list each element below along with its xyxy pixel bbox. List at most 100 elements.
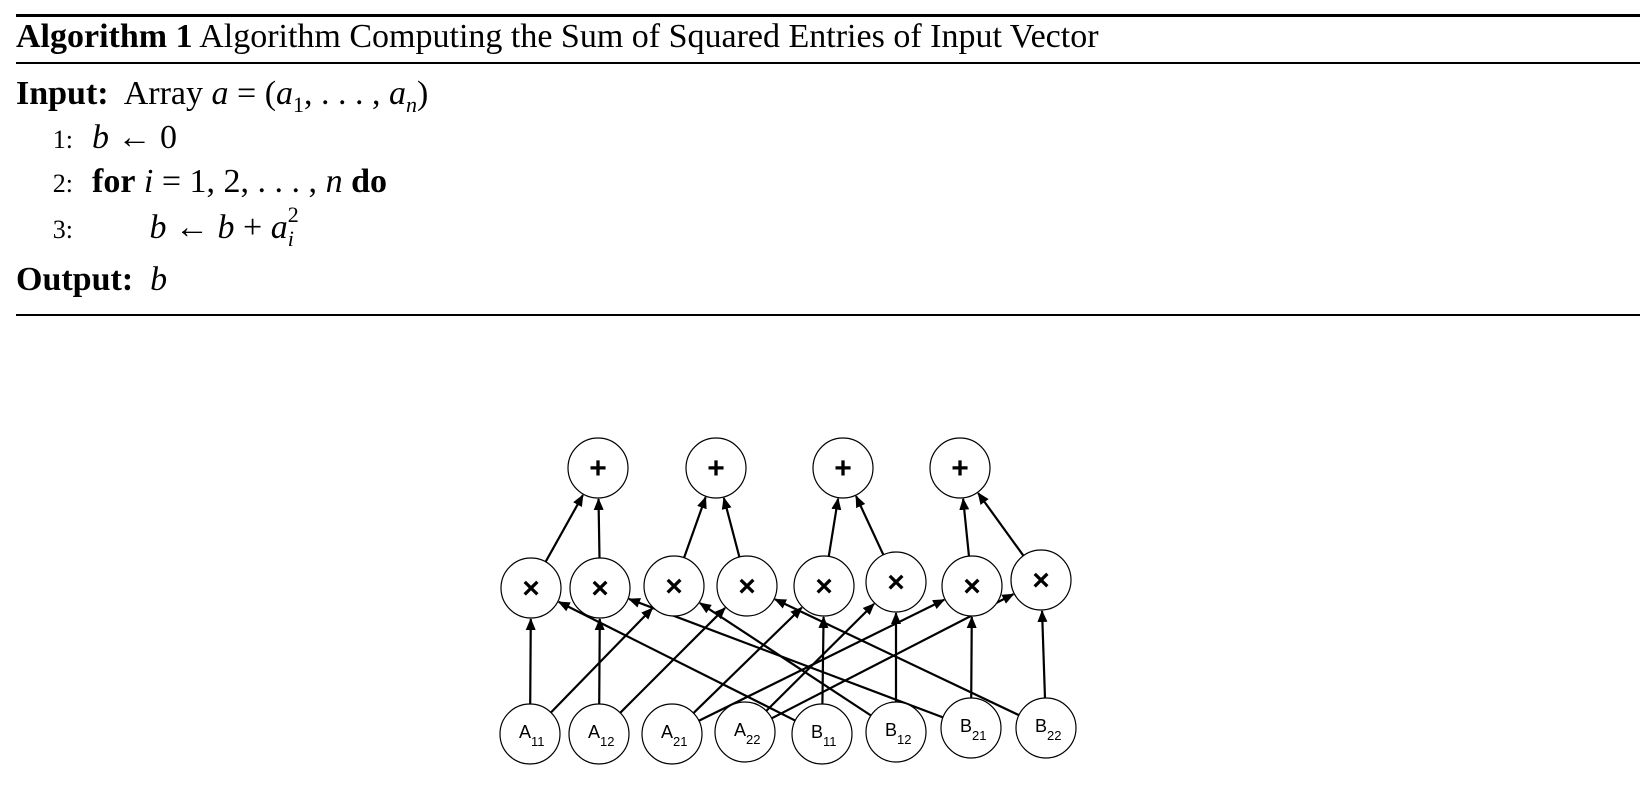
- input-node-subscript: 11: [531, 734, 545, 749]
- mul-node-label: ×: [1032, 564, 1050, 597]
- edge-A21-mul-5: [692, 606, 803, 714]
- input-node-A11-circle: [499, 703, 561, 765]
- algorithm-line-1: 1: b ← 0: [16, 118, 177, 160]
- input-node-A22-circle: [714, 701, 776, 763]
- for-keyword: for: [92, 163, 136, 200]
- sum-node-label: +: [834, 452, 852, 485]
- line-2-math: i = 1, 2, . . . , n: [143, 163, 343, 200]
- line-number-3: 3:: [52, 215, 73, 244]
- mul-node-6: ×: [865, 551, 927, 613]
- edge-mul-7-sum-4: [959, 497, 971, 557]
- edge-mul-6-sum-3: [855, 495, 885, 556]
- input-text: Array: [123, 75, 204, 112]
- output-value: b: [150, 261, 168, 298]
- input-node-subscript: 22: [746, 732, 760, 747]
- input-node-subscript: 12: [600, 734, 614, 749]
- edge-mul-5-sum-3: [827, 497, 842, 557]
- sum-node-2-circle: [685, 437, 747, 499]
- mul-node-label: ×: [963, 570, 981, 603]
- edge-B21-mul-7: [966, 615, 977, 699]
- input-node-B11-circle: [791, 703, 853, 765]
- input-node-subscript: 21: [673, 734, 687, 749]
- input-node-B21-circle: [940, 697, 1002, 759]
- edge-layer: [525, 492, 1048, 722]
- mul-node-7: ×: [941, 555, 1003, 617]
- sum-node-3-circle: [812, 437, 874, 499]
- sum-node-label: +: [589, 452, 607, 485]
- mul-node-label: ×: [887, 566, 905, 599]
- input-line: Input: Array a = (a1, . . . , an): [16, 74, 429, 117]
- edge-A21-mul-7: [698, 598, 946, 722]
- input-node-letter: A: [661, 722, 673, 742]
- mul-node-4-circle: [716, 555, 778, 617]
- input-node-B12-circle: [865, 701, 927, 763]
- mul-node-1-circle: [500, 557, 562, 619]
- sum-node-3: +: [812, 437, 874, 499]
- input-node-letter: A: [588, 722, 600, 742]
- edge-A12-mul-2: [594, 617, 605, 705]
- algorithm-line-2: 2: for i = 1, 2, . . . , n do: [16, 162, 387, 204]
- edge-mul-4-sum-2: [721, 497, 741, 558]
- edge-B11-mul-1: [557, 600, 796, 722]
- mul-node-1: ×: [500, 557, 562, 619]
- edge-A22-mul-6: [765, 603, 875, 712]
- input-node-letter: B: [1035, 716, 1047, 736]
- do-keyword: do: [351, 163, 387, 200]
- middle-rule: [16, 62, 1640, 64]
- mul-node-3: ×: [643, 555, 705, 617]
- input-label: Input:: [16, 75, 109, 112]
- algorithm-line-3: 3: b ← b + a2i: [16, 201, 299, 251]
- edge-B12-mul-3: [699, 602, 872, 717]
- sum-node-4-circle: [929, 437, 991, 499]
- mul-node-4: ×: [716, 555, 778, 617]
- sum-node-1-circle: [567, 437, 629, 499]
- line-3-math: b ← b + a2i: [149, 201, 299, 251]
- edge-B22-mul-8: [1037, 609, 1048, 699]
- sum-node-label: +: [707, 452, 725, 485]
- output-label: Output:: [16, 261, 134, 298]
- mul-node-label: ×: [665, 570, 683, 603]
- bottom-rule: [16, 314, 1640, 316]
- algorithm-label: Algorithm 1: [16, 18, 193, 55]
- sum-node-label: +: [951, 452, 969, 485]
- input-node-B22-circle: [1015, 697, 1077, 759]
- mul-node-5-circle: [793, 555, 855, 617]
- mul-node-2: ×: [569, 557, 631, 619]
- output-line: Output: b: [16, 260, 167, 300]
- mul-node-label: ×: [815, 570, 833, 603]
- mul-node-3-circle: [643, 555, 705, 617]
- algorithm-caption: Algorithm Computing the Sum of Squared E…: [199, 18, 1099, 55]
- mul-node-label: ×: [738, 570, 756, 603]
- line-number-2: 2:: [52, 169, 73, 198]
- input-math: a = (a1, . . . , an): [211, 75, 429, 117]
- edge-mul-2-sum-1: [593, 497, 604, 559]
- input-node-letter: B: [960, 716, 972, 736]
- mul-node-label: ×: [522, 572, 540, 605]
- input-node-subscript: 22: [1047, 728, 1061, 743]
- edge-mul-3-sum-2: [683, 496, 707, 559]
- input-node-A21-circle: [641, 703, 703, 765]
- mul-node-label: ×: [591, 572, 609, 605]
- input-node-A12-circle: [568, 703, 630, 765]
- input-node-subscript: 12: [897, 732, 911, 747]
- edge-B22-mul-4: [774, 598, 1020, 717]
- edge-B11-mul-5: [818, 615, 829, 705]
- mul-node-8: ×: [1010, 549, 1072, 611]
- mul-node-7-circle: [941, 555, 1003, 617]
- input-node-letter: A: [519, 722, 531, 742]
- sum-node-2: +: [685, 437, 747, 499]
- input-node-subscript: 21: [972, 728, 986, 743]
- top-rule: [16, 14, 1640, 17]
- sum-node-1: +: [567, 437, 629, 499]
- input-node-subscript: 11: [823, 734, 837, 749]
- line-number-1: 1:: [52, 125, 73, 154]
